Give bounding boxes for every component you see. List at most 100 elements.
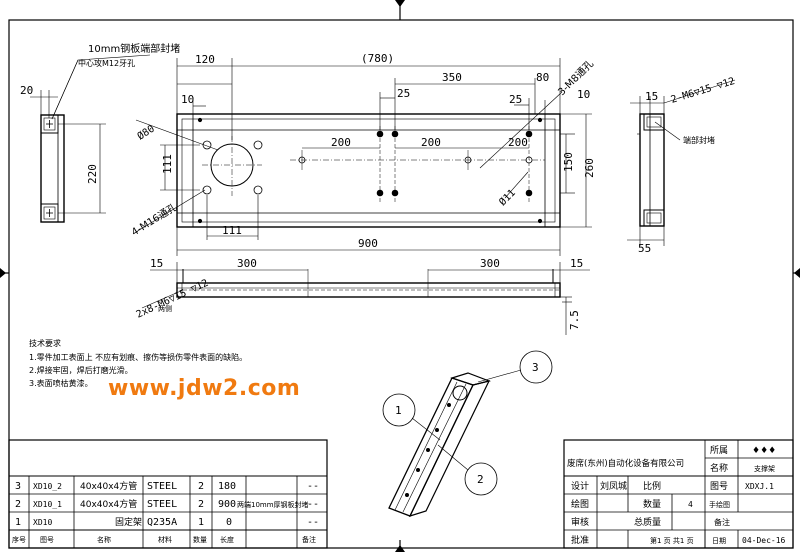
note-item-1: 1.零件加工表面上 不应有划痕、擦伤等损伤零件表面的缺陷。 [29,352,247,362]
callout-dia11: Ø11 [497,187,518,208]
bom-r1-c4: STEEL [147,481,177,492]
callout-m6-bottom: 2x8-M6▽15 ▽12 [135,278,211,321]
bom-r1-c3: 40x40x4方管 [80,480,137,492]
name-value: 支撑架 [754,464,775,473]
dim-15-bottom-left: 15 [150,257,163,270]
bom-h-6: 长度 [220,535,234,544]
total-weight-label: 总质量 [634,516,661,528]
bom-h-8: 备注 [302,535,316,544]
bom-r2-c1: 2 [15,499,21,510]
dim-300-left: 300 [237,257,257,270]
dim-780: (780) [361,52,394,65]
balloon-1: 1 [395,404,402,417]
sheet-text: 第1 页 共1 页 [650,536,694,545]
belong-value: ♦♦♦ [752,446,776,456]
bom-r1-c5: 2 [198,481,204,492]
balloon-labels: 1 2 3 [395,361,539,486]
handwork-label: 手绘图 [709,500,730,509]
bom-r3-c4: Q235A [147,517,177,528]
belong-label: 所属 [710,445,728,456]
dimension-text: (780) 120 350 80 10 10 25 25 200 200 200… [20,52,658,330]
dim-350: 350 [442,71,462,84]
callout-m16: 4-M16通孔 [129,201,179,238]
front-view-dimensions [135,58,592,256]
dim-20: 20 [20,84,33,97]
title-block-grid [563,439,794,549]
designer-name: 刘凤城 [600,480,627,492]
bom-r1-c1: 3 [15,481,21,492]
remark-label: 备注 [714,517,730,527]
bom-h-3: 名称 [97,535,111,544]
dim-220: 220 [86,164,99,184]
bom-r2-c7: 两端10mm厚钢板封堵 [237,500,309,509]
technical-notes: 技术要求 1.零件加工表面上 不应有划痕、擦伤等损伤零件表面的缺陷。 2.焊接牢… [29,338,247,388]
note-item-3: 3.表面喷枯黄漆。 [29,378,93,388]
company-name: 废席(东州)自动化设备有限公司 [567,458,684,469]
bom-table-grid [8,439,328,549]
dim-300-right: 300 [480,257,500,270]
bom-h-5: 数量 [193,535,207,544]
bom-r2-c3: 40x40x4方管 [80,498,137,510]
dim-7-5: 7.5 [568,310,581,330]
bom-r3-c1: 1 [15,517,21,528]
callout-dia80: Ø80 [135,123,157,143]
drawing-no: XDXJ.1 [745,482,774,491]
dim-80: 80 [536,71,549,84]
bom-r1-c6: 180 [218,481,236,492]
bom-h-1: 序号 [12,535,26,544]
balloon-2: 2 [477,473,484,486]
dim-25-b: 25 [509,93,522,106]
note-m12: 中心攻M12牙孔 [78,58,135,68]
approve-label: 批准 [571,534,589,546]
design-label: 设计 [571,480,589,492]
dim-900: 900 [358,237,378,250]
draw-label: 绘图 [571,498,589,510]
qty-value: 4 [688,500,693,509]
dim-15-bottom-right: 15 [570,257,583,270]
dim-25-a: 25 [397,87,410,100]
bom-r2-c4: STEEL [147,499,177,510]
bom-r2-c2: XD10_1 [33,500,62,509]
bom-table: 3 XD10_2 40x40x4方管 STEEL 2 180 -- 2 XD10… [12,480,319,544]
bottom-view-dimensions [141,262,590,335]
bom-r1-c2: XD10_2 [33,482,62,491]
left-view-dimensions [30,54,151,214]
qty-label: 数量 [643,498,661,510]
name-label: 名称 [710,462,728,474]
dim-200-b: 200 [421,136,441,149]
scale-label: 比例 [643,480,661,492]
bom-r1-c8: -- [307,481,319,492]
dim-200-a: 200 [331,136,351,149]
bom-r3-c5: 1 [198,517,204,528]
dim-260: 260 [583,158,596,178]
front-view [176,113,561,228]
right-view-dimensions [627,79,736,246]
notes-title: 技术要求 [29,338,61,348]
bom-r3-c6: 0 [226,517,232,528]
note-end-weld: 端部封堵 [683,135,715,145]
bom-h-2: 图号 [40,536,54,544]
dim-111-w: 111 [222,224,242,237]
callout-m6-top: 2-M6▽15 ▽12 [670,76,737,106]
review-label: 审核 [571,516,589,528]
dim-120: 120 [195,53,215,66]
bom-r2-c8: -- [307,499,319,510]
drawing-no-label: 图号 [710,481,728,492]
dim-111-h: 111 [161,154,174,174]
note-plate: 10mm钢板端部封堵 [88,42,180,55]
watermark-text: www.jdw2.com [108,376,301,401]
isometric-view [382,350,553,517]
dim-15-right-view: 15 [645,90,658,103]
bottom-view [176,269,561,298]
dim-55: 55 [638,242,651,255]
title-block: 废席(东州)自动化设备有限公司 所属 ♦♦♦ 名称 支撑架 设计 刘凤城 比例 … [567,445,786,546]
callout-both-sides: 两侧 [158,304,172,313]
dim-10-left: 10 [181,93,194,106]
bom-r3-c2: XD10 [33,518,52,527]
date-label: 日期 [712,537,726,545]
dim-10-right: 10 [577,88,590,101]
right-view [637,113,665,227]
bom-r3-c8: -- [307,517,319,528]
dim-200-c: 200 [508,136,528,149]
